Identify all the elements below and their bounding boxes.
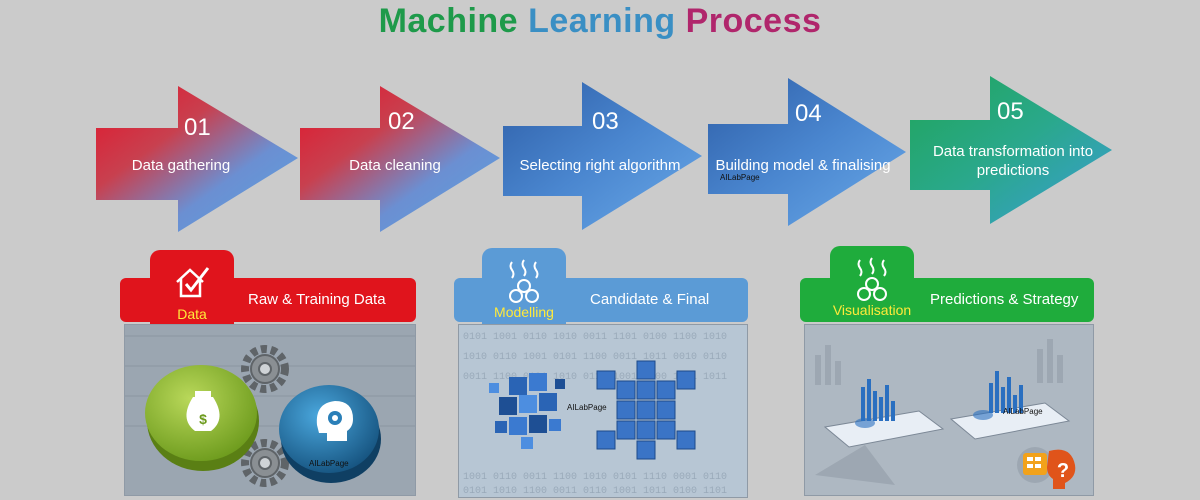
- house-check-icon: [176, 267, 210, 298]
- svg-text:0011 1100 0101 1010 0110 1001: 0011 1100 0101 1010 0110 1001 0100 1101 …: [463, 372, 727, 383]
- step-number-3: 03: [592, 108, 619, 135]
- question-chart-icon: ?: [1023, 449, 1076, 489]
- step-number-5: 05: [997, 98, 1024, 125]
- step-arrow-3: [503, 82, 702, 230]
- svg-text:?: ?: [1057, 460, 1069, 482]
- cube-cluster-icon: [489, 373, 565, 449]
- brain-network-icon: [857, 257, 887, 301]
- step-arrow-1: [96, 86, 298, 232]
- tablet-chart-right: [949, 371, 1071, 440]
- head-gear-icon: [316, 401, 353, 441]
- title-word-2: Learning: [528, 2, 676, 40]
- panel-modelling-tab: Modelling: [482, 248, 566, 324]
- panel-modelling: Candidate & Final Modelling 0101 1001 01…: [454, 248, 754, 500]
- step-label-5a: Data transformation into: [932, 143, 1094, 160]
- step-label-3: Selecting right algorithm: [519, 157, 681, 174]
- tablet-chart-left: [823, 379, 945, 448]
- panel-data-header: Raw & Training Data: [248, 291, 386, 308]
- watermark-panel-visualisation: AILabPage: [1003, 407, 1043, 416]
- panel-modelling-header: Candidate & Final: [590, 291, 710, 308]
- step-label-1: Data gathering: [131, 157, 231, 174]
- gear-icon-bottom: [241, 439, 289, 487]
- brain-network-icon: [509, 259, 539, 303]
- gear-icon-top: [241, 345, 289, 393]
- panel-data: Raw & Training Data Data: [120, 250, 420, 500]
- svg-text:0101 1001 0110 1010 0011 1101: 0101 1001 0110 1010 0011 1101 0100 1100 …: [463, 332, 727, 343]
- panel-visualisation-body: ? AILabPage: [804, 324, 1094, 496]
- step-arrow-5: [910, 76, 1112, 224]
- step-number-2: 02: [388, 108, 415, 135]
- title-word-3: Process: [685, 2, 822, 40]
- svg-text:1010 0110 1001 0101 1100 0011: 1010 0110 1001 0101 1100 0011 1011 0010 …: [463, 352, 727, 363]
- panel-modelling-body: 0101 1001 0110 1010 0011 1101 0100 1100 …: [458, 324, 748, 498]
- svg-text:1001 0110 0011 1100 1010 0101: 1001 0110 0011 1100 1010 0101 1110 0001 …: [463, 472, 727, 483]
- step-label-2: Data cleaning: [349, 157, 441, 174]
- modelling-illustration: 0101 1001 0110 1010 0011 1101 0100 1100 …: [463, 332, 727, 497]
- step-number-1: 01: [184, 114, 211, 141]
- money-bag-icon: $: [186, 391, 220, 431]
- watermark-panel-modelling: AILabPage: [567, 403, 607, 412]
- step-label-4: Building model & finalising: [715, 157, 891, 174]
- panel-data-tab: Data: [150, 250, 234, 326]
- process-arrows: [96, 76, 1112, 232]
- step-arrow-4: [708, 78, 906, 226]
- panel-visualisation-tab: Visualisation: [830, 246, 914, 322]
- panel-visualisation-header: Predictions & Strategy: [930, 291, 1079, 308]
- panel-modelling-tab-label: Modelling: [494, 304, 554, 320]
- watermark-panel-data: AILabPage: [309, 459, 349, 468]
- data-illustration: $: [125, 335, 415, 487]
- page-title: Machine Learning Process: [0, 2, 1200, 41]
- panel-visualisation-tab-label: Visualisation: [832, 302, 912, 318]
- svg-text:$: $: [199, 411, 207, 427]
- panel-data-tab-label: Data: [177, 306, 207, 322]
- title-word-1: Machine: [378, 2, 519, 40]
- panel-visualisation: Predictions & Strategy Visualisation: [800, 246, 1100, 500]
- svg-text:0101 1010 1100 0011 0110 1001: 0101 1010 1100 0011 0110 1001 1011 0100 …: [463, 486, 727, 497]
- visualisation-illustration: ?: [815, 339, 1076, 489]
- step-number-4: 04: [795, 100, 822, 127]
- watermark-step4: AILabPage: [720, 173, 760, 182]
- step-arrow-2: [300, 86, 500, 232]
- cube-lattice-icon: [596, 360, 696, 460]
- step-label-5b: predictions: [976, 162, 1050, 179]
- panel-data-body: $ AILabPage: [124, 324, 416, 496]
